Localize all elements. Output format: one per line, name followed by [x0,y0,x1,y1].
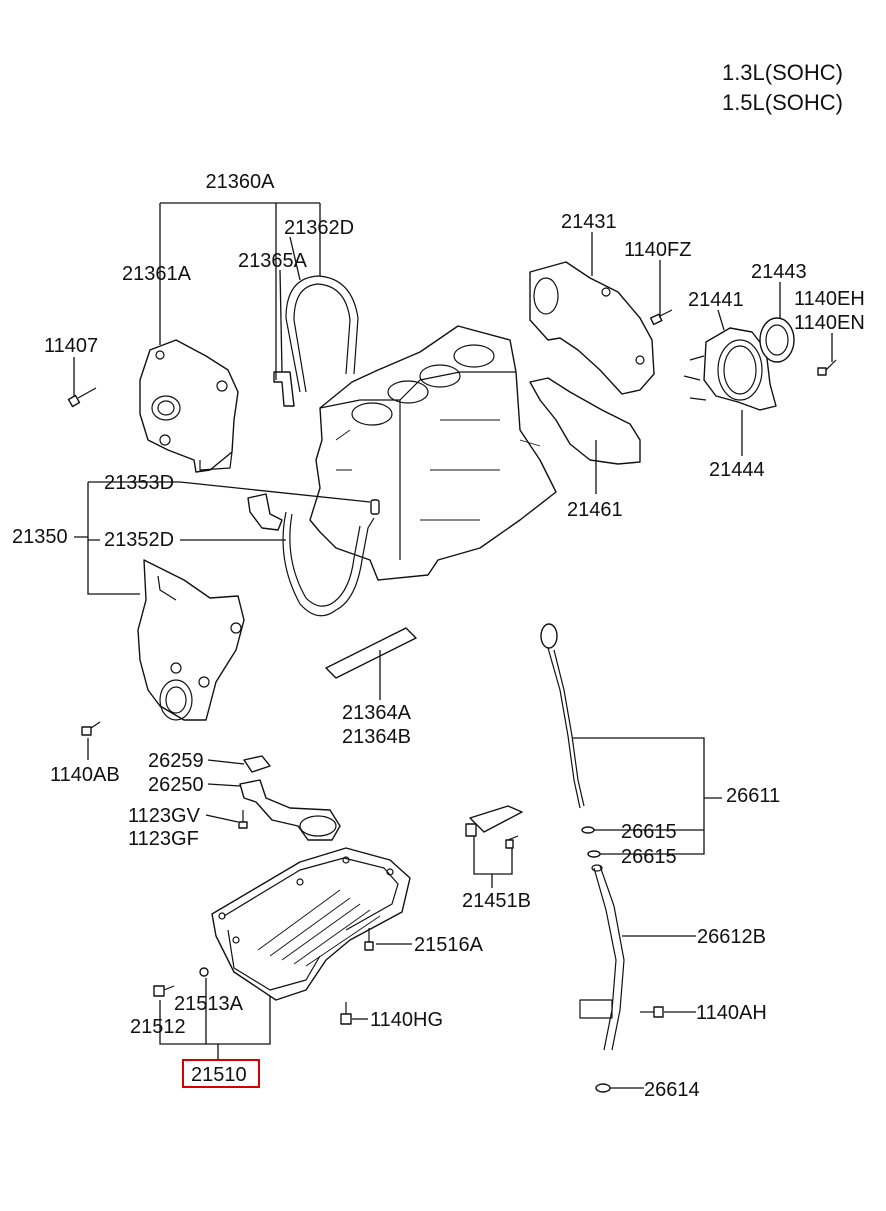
tube-o-ring [595,1083,611,1093]
label-21513A: 21513A [174,993,244,1015]
oil-pan-seal-strip [325,627,417,679]
rear-plate [529,261,655,395]
label-21443: 21443 [751,261,807,283]
label-21364A: 21364A [342,702,412,724]
bolt-21516A [364,928,374,951]
label-1140AB: 1140AB [50,764,120,786]
gauge-o-ring-b [587,850,601,858]
engine-variant-1: 1.3L(SOHC) [722,60,843,85]
label-21441: 21441 [688,289,744,311]
selected-part-highlight[interactable] [182,1059,260,1088]
label-1140EH: 1140EH [794,288,865,310]
label-26614: 26614 [644,1079,700,1101]
oil-strainer [239,755,341,841]
label-21510: 21510 [191,1064,247,1086]
label-26612B: 26612B [697,926,766,948]
bolt-1123GV [238,810,248,829]
label-21350: 21350 [12,526,68,548]
upper-timing-cover [139,339,239,473]
label-21362D: 21362D [284,217,354,239]
label-21365A: 21365A [238,250,308,272]
bolt-1140AH [640,1006,664,1018]
bolt-1140HG [340,1002,352,1025]
label-21352D: 21352D [104,529,174,551]
label-26615-lower: 26615 [621,846,677,868]
cover-seal-strip [273,371,295,407]
label-21353D: 21353D [104,472,174,494]
callout-labels: 21360A 21362D 21365A 21361A 11407 21431 … [12,171,865,1101]
label-21512: 21512 [130,1016,186,1038]
oil-pump-case [529,377,641,465]
label-21461: 21461 [567,499,623,521]
label-1123GV: 1123GV [128,805,201,827]
label-21360A: 21360A [206,171,276,193]
label-26611: 26611 [726,785,780,807]
label-26250: 26250 [148,774,204,796]
rear-oil-seal-case [683,327,777,411]
cylinder-block [309,325,557,581]
oil-pan [211,847,411,1001]
label-21444: 21444 [709,459,765,481]
oil-level-gauge [540,623,585,809]
label-26259: 26259 [148,750,204,772]
bolt-1140AB [81,721,101,736]
drain-plug-21512 [153,985,175,997]
cover-gasket-lower [282,511,375,617]
label-11407: 11407 [44,335,98,357]
label-21364B: 21364B [342,726,411,748]
label-1140AH: 1140AH [696,1002,767,1024]
rear-oil-seal [759,317,795,363]
label-21431: 21431 [561,211,617,233]
gauge-o-ring-a [581,826,595,834]
lower-timing-cover [137,559,245,721]
label-1140HG: 1140HG [370,1009,443,1031]
gauge-guide-tube [579,864,625,1051]
label-1140EN: 1140EN [794,312,865,334]
leader-lines [73,202,833,1089]
bolt-1140EH [817,359,837,376]
bolt-11407 [67,387,97,408]
label-21451B: 21451B [462,890,531,912]
label-1123GF: 1123GF [128,828,199,850]
label-26615-upper: 26615 [621,821,677,843]
label-21516A: 21516A [414,934,484,956]
bolt-1140FZ [649,309,673,326]
cover-dowel [370,499,380,515]
timing-belt [285,275,359,393]
oil-level-sensor [465,805,523,849]
label-21361A: 21361A [122,263,192,285]
engine-variant-2: 1.5L(SOHC) [722,90,843,115]
label-1140FZ: 1140FZ [624,239,691,261]
drain-plug-gasket [199,967,209,977]
cover-gasket-upper [247,493,283,531]
